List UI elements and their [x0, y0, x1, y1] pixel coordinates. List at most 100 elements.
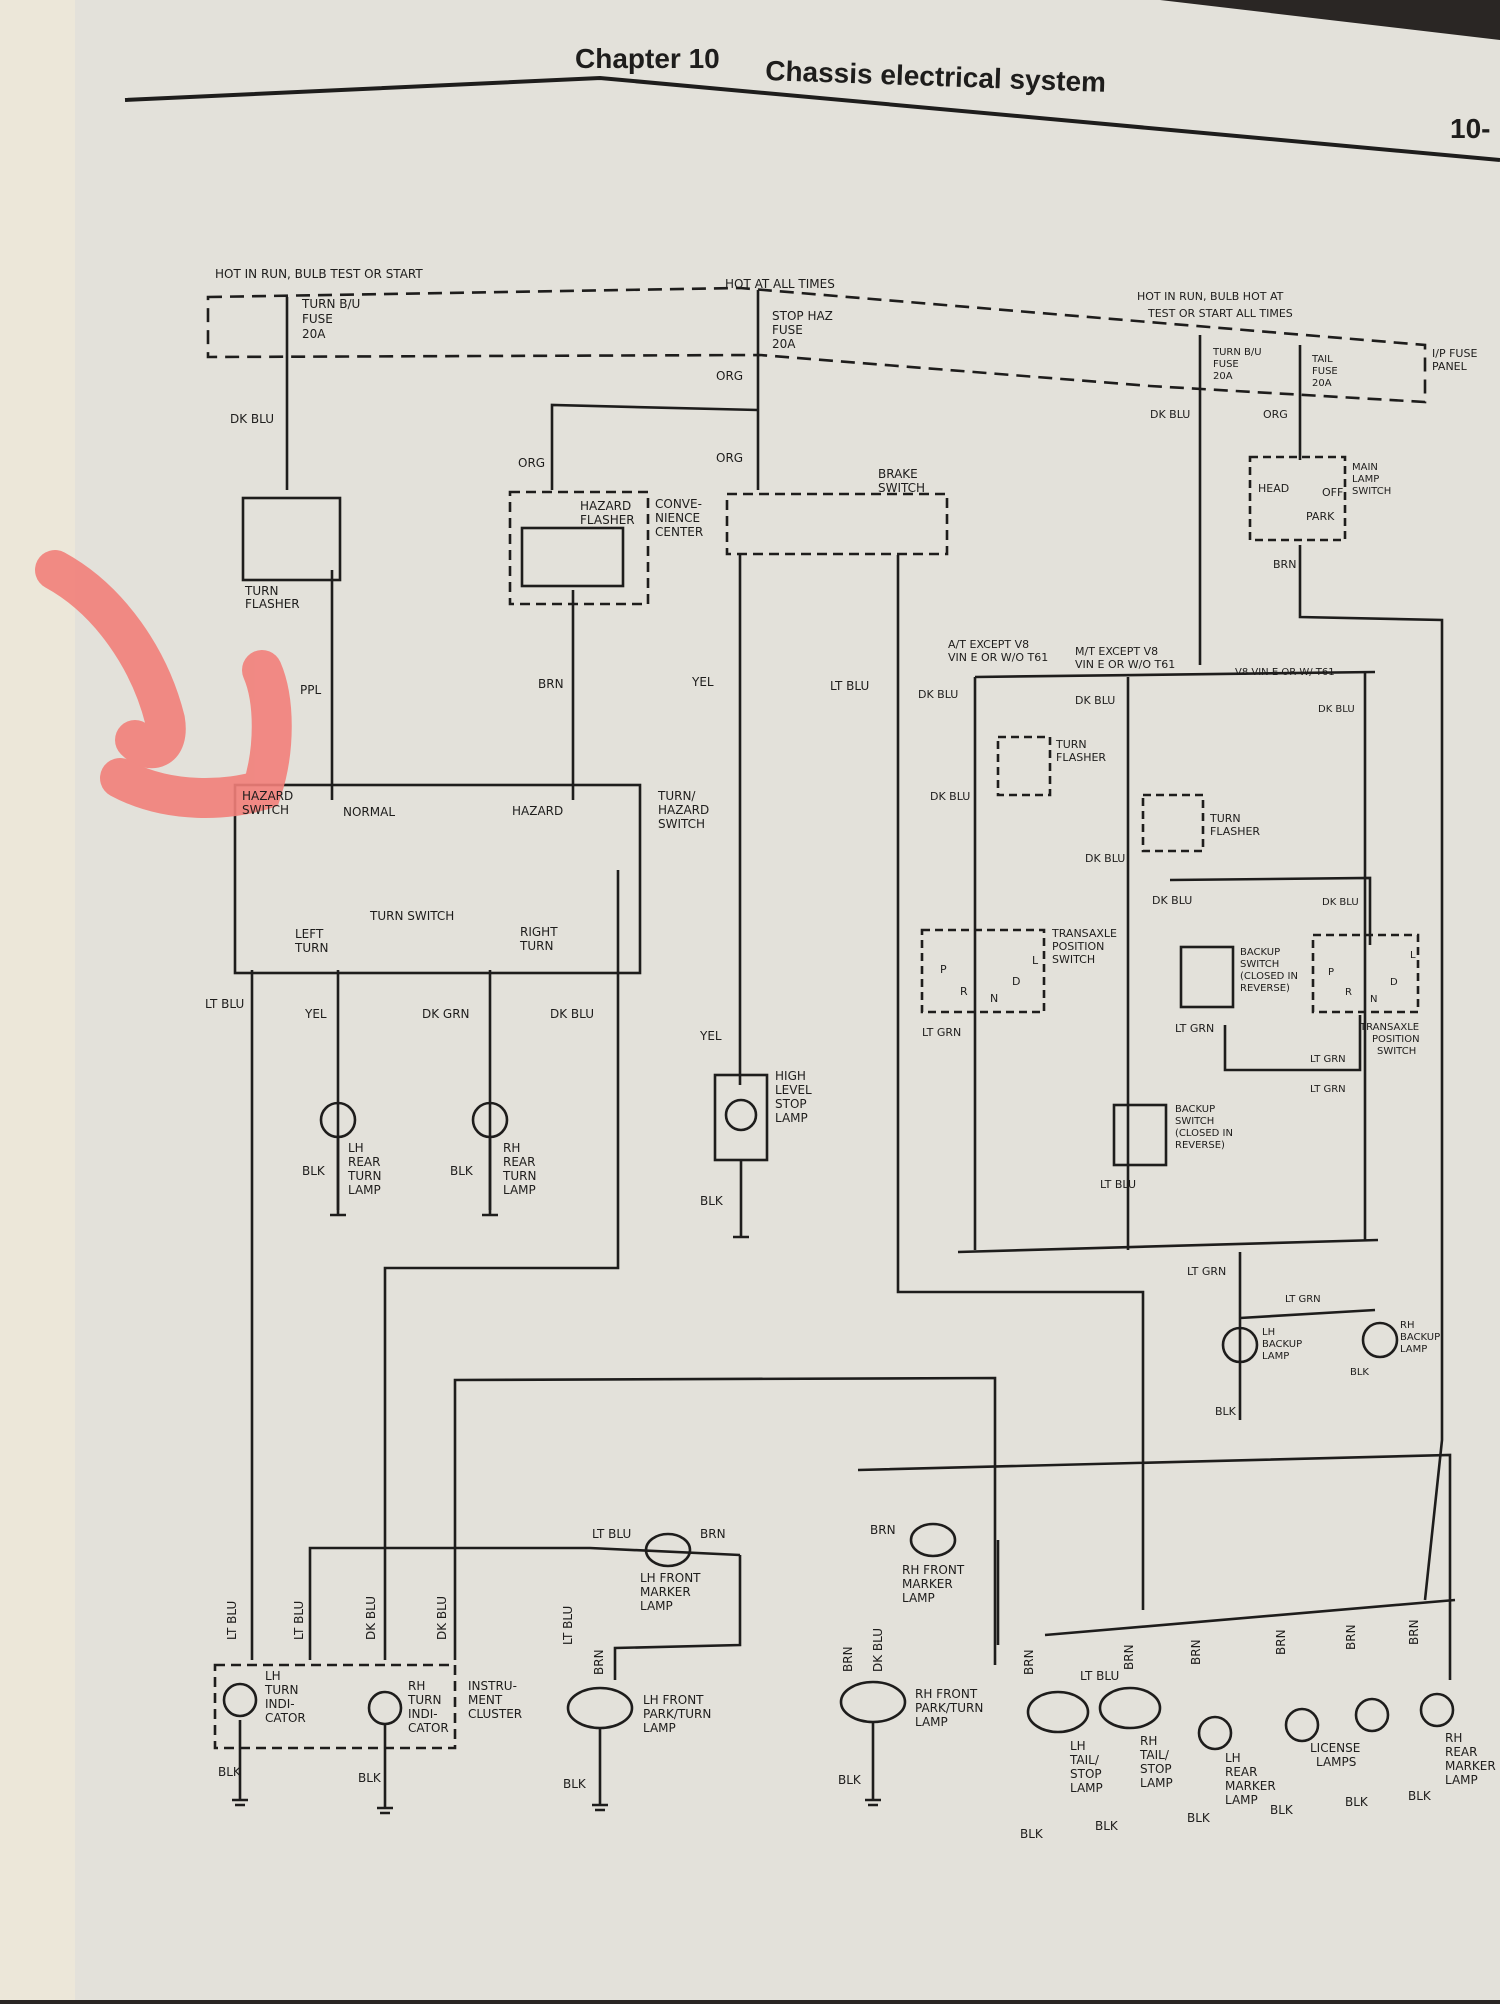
ground-7 — [733, 1160, 749, 1239]
head-label: HEAD — [1258, 482, 1289, 495]
hot-all-times-label: HOT AT ALL TIMES — [725, 277, 835, 291]
lh-tail-stop-1: LH — [1070, 1739, 1086, 1753]
wire-brn-11: BRN — [1344, 1624, 1358, 1650]
lh-rear-turn-1: LH — [348, 1141, 364, 1155]
ground-2 — [377, 1725, 393, 1815]
lh-rear-turn-3: TURN — [347, 1169, 381, 1183]
wire-dkblu-11: DK BLU — [364, 1596, 378, 1640]
fuse-turn-bu-3: 20A — [302, 327, 326, 341]
wire-brn-9: BRN — [1189, 1639, 1203, 1665]
wire-dkblu-7: DK BLU — [1085, 852, 1125, 865]
rh-backup-3: LAMP — [1400, 1344, 1427, 1355]
ground-1 — [232, 1720, 248, 1807]
fuse-stop-haz-3: 20A — [772, 337, 796, 351]
rh-backup-2: BACKUP — [1400, 1332, 1440, 1343]
main-lamp-2: LAMP — [1352, 474, 1379, 485]
off-label: OFF — [1322, 486, 1343, 499]
wire-brn-6: BRN — [841, 1646, 855, 1672]
wire-rear-bus — [1044, 1598, 1456, 1637]
wire-ltblu-5: LT BLU — [225, 1601, 239, 1640]
ip-fuse-panel-2: PANEL — [1432, 360, 1468, 373]
lh-rear-turn-2: REAR — [348, 1155, 380, 1169]
rh-front-park-1: RH FRONT — [915, 1687, 978, 1701]
rh-tail-stop-bulb — [1098, 1686, 1162, 1730]
turn-flasher-2-2: FLASHER — [1056, 751, 1106, 764]
park-label: PARK — [1306, 510, 1335, 523]
hazard-flasher-1: HAZARD — [580, 499, 631, 513]
prnd2-d: D — [1390, 977, 1398, 988]
rh-tail-stop-4: LAMP — [1140, 1776, 1173, 1790]
turn-flasher-2-box — [996, 735, 1052, 797]
wire-yel-3: YEL — [699, 1029, 722, 1043]
normal-label: NORMAL — [343, 805, 395, 819]
rh-front-marker-3: LAMP — [902, 1591, 935, 1605]
top-right-dark-corner — [1160, 0, 1500, 40]
wire-org-to-hazard — [550, 403, 759, 490]
wire-blk-10: BLK — [1020, 1827, 1044, 1841]
wire-dkblu-switch — [383, 870, 620, 1660]
prnd-d: D — [1012, 975, 1020, 988]
transaxle-1-1: TRANSAXLE — [1051, 927, 1117, 940]
main-lamp-1: MAIN — [1352, 462, 1378, 473]
lh-front-park-2: PARK/TURN — [643, 1707, 711, 1721]
backup-1-1: BACKUP — [1240, 947, 1280, 958]
lh-rear-turn-4: LAMP — [348, 1183, 381, 1197]
lh-tail-stop-3: STOP — [1070, 1767, 1102, 1781]
high-stop-bulb — [724, 1098, 758, 1132]
instrument-cluster-2: MENT — [468, 1693, 503, 1707]
prnd2-p: P — [1328, 967, 1334, 978]
wire-dkblu-6: DK BLU — [930, 790, 970, 803]
turn-flasher-3-1: TURN — [1209, 812, 1241, 825]
lh-indicator-4: CATOR — [265, 1711, 306, 1725]
wire-yel-1: YEL — [691, 675, 714, 689]
turn-switch-label: TURN SWITCH — [369, 909, 454, 923]
rh-tail-stop-2: TAIL/ — [1139, 1748, 1170, 1762]
wire-ltgrn-bus — [957, 1238, 1379, 1254]
chapter-title: Chapter 10 — [575, 43, 720, 74]
wire-blk-4: BLK — [1350, 1367, 1369, 1378]
wire-org-4: ORG — [1263, 408, 1288, 421]
hazard-switch-2: SWITCH — [242, 803, 289, 817]
wires — [206, 286, 1456, 1680]
wire-org-2: ORG — [518, 456, 545, 470]
lh-rear-marker-1: LH — [1225, 1751, 1241, 1765]
hazard-flasher-2: FLASHER — [580, 513, 635, 527]
highlight-stroke-1 — [35, 550, 186, 769]
turn-hazard-switch-box — [233, 783, 642, 975]
fuse-stop-haz-2: FUSE — [772, 323, 803, 337]
instrument-cluster-1: INSTRU- — [468, 1679, 517, 1693]
lh-front-park-3: LAMP — [643, 1721, 676, 1735]
main-lamp-3: SWITCH — [1352, 486, 1391, 497]
wire-brn-2: BRN — [538, 677, 564, 691]
fuse-bus-dashed — [206, 286, 1427, 404]
wire-brn-4: BRN — [870, 1523, 896, 1537]
wire-ltgrn-2: LT GRN — [1175, 1022, 1214, 1035]
fuse-turn-bu-right-1: TURN B/U — [1212, 347, 1262, 358]
ground-4 — [865, 1722, 881, 1807]
lh-front-marker-1: LH FRONT — [640, 1571, 701, 1585]
transaxle-switch-2-box — [1311, 933, 1420, 1014]
wire-ltgrn-6: LT GRN — [1285, 1294, 1321, 1305]
backup-2-3: (CLOSED IN — [1175, 1128, 1233, 1139]
rh-rear-turn-1: RH — [503, 1141, 520, 1155]
wire-dkblu-1: DK BLU — [230, 412, 274, 426]
prnd2-r: R — [1345, 987, 1352, 998]
wire-blk-9: BLK — [838, 1773, 862, 1787]
transaxle-2-1: TRANSAXLE — [1359, 1022, 1419, 1033]
prnd2-n: N — [1370, 994, 1377, 1005]
turn-hazard-1: TURN/ — [657, 789, 696, 803]
wire-dkblu-12: DK BLU — [435, 1596, 449, 1640]
rh-front-park-2: PARK/TURN — [915, 1701, 983, 1715]
transaxle-2-3: SWITCH — [1377, 1046, 1416, 1057]
brake-switch-1: BRAKE — [878, 467, 918, 481]
wire-rh-marker — [857, 1453, 1452, 1680]
wire-dkblu-3: DK BLU — [918, 688, 958, 701]
page-number: 10- — [1450, 113, 1490, 144]
instrument-cluster-box — [213, 1663, 457, 1750]
instrument-cluster-3: CLUSTER — [468, 1707, 522, 1721]
license-2: LAMPS — [1316, 1755, 1356, 1769]
backup-switch-1-box — [1179, 945, 1235, 1009]
wire-dkblu-10: DK BLU — [550, 1007, 594, 1021]
rh-front-marker-2: MARKER — [902, 1577, 953, 1591]
